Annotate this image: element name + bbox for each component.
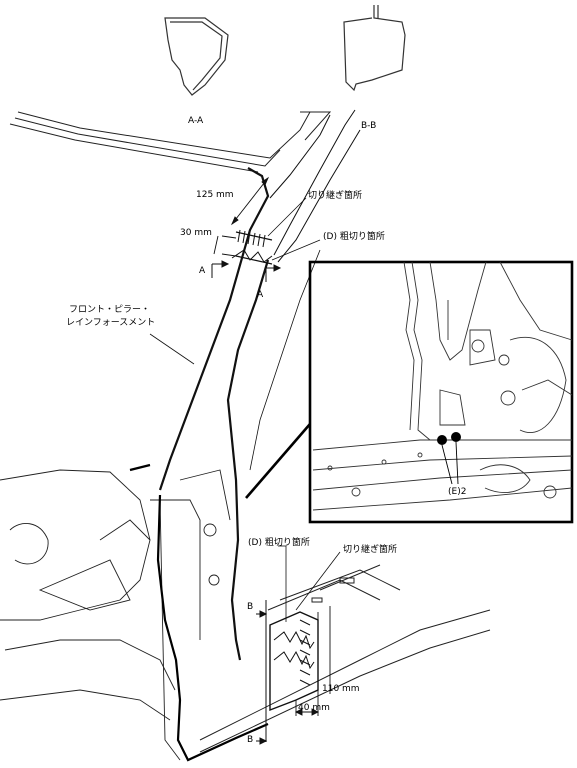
callout-weld-spots: (E)2 bbox=[448, 487, 467, 497]
top-cut-zone bbox=[231, 229, 273, 265]
top-cut-hatching bbox=[237, 229, 266, 248]
bottom-cut-zone bbox=[269, 611, 319, 712]
section-marker-a-left: A bbox=[199, 266, 206, 276]
bottom-leaders bbox=[278, 545, 341, 622]
section-a-a-profile bbox=[164, 17, 229, 96]
callout-rough-cut-top: (D) 粗切り箇所 bbox=[323, 232, 385, 242]
bottom-cut-hatching bbox=[299, 619, 311, 686]
section-a-markers bbox=[211, 260, 282, 282]
callout-cut-joint-bottom: 切り継ぎ箇所 bbox=[343, 545, 398, 555]
weld-spot-2 bbox=[451, 432, 461, 442]
section-b-b-profile bbox=[343, 5, 406, 92]
section-marker-b-bottom: B bbox=[247, 735, 254, 745]
dimension-30mm: 30 mm bbox=[180, 228, 212, 238]
callout-rough-cut-bottom: (D) 粗切り箇所 bbox=[248, 538, 310, 548]
section-label-b-b: B-B bbox=[361, 121, 377, 131]
side-sill bbox=[199, 564, 491, 753]
section-b-markers bbox=[256, 600, 268, 745]
part-name-line-2: レインフォースメント bbox=[66, 318, 156, 328]
section-marker-b-top: B bbox=[247, 602, 254, 612]
dimension-125mm: 125 mm bbox=[196, 190, 234, 200]
bottom-dimensions bbox=[294, 606, 331, 716]
part-name-line-1: フロント・ピラー・ bbox=[69, 305, 151, 315]
section-marker-a-right: A bbox=[257, 290, 264, 300]
weld-spots bbox=[437, 432, 461, 485]
detail-inset bbox=[245, 260, 574, 524]
callout-cut-joint-top: 切り継ぎ箇所 bbox=[308, 191, 363, 201]
roof-rail bbox=[9, 111, 332, 173]
top-leaders bbox=[149, 197, 321, 365]
dimension-40mm: 40 mm bbox=[298, 703, 330, 713]
lower-body-structure bbox=[0, 469, 231, 761]
section-label-a-a: A-A bbox=[188, 116, 204, 126]
front-pillar bbox=[158, 109, 361, 661]
dimension-110mm: 110 mm bbox=[322, 684, 360, 694]
top-dimensions bbox=[213, 176, 270, 257]
replacement-panel-outline bbox=[129, 463, 269, 762]
inset-interior bbox=[312, 261, 573, 511]
weld-spot-1 bbox=[437, 435, 447, 445]
